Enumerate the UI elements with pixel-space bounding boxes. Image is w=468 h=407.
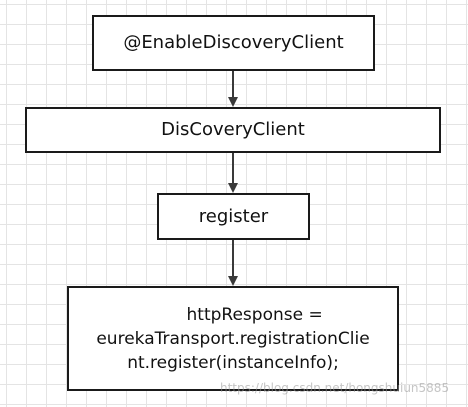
watermark-text: https://blog.csdn.net/hongshuiun5885: [220, 381, 450, 395]
node-label: register: [198, 205, 269, 227]
node-register: register: [157, 193, 310, 240]
node-discovery-client: DisCoveryClient: [25, 107, 441, 153]
node-enable-discovery-client: @EnableDiscoveryClient: [92, 15, 375, 71]
node-label: DisCoveryClient: [161, 119, 305, 140]
node-label: httpResponse = eurekaTransport.registrat…: [96, 304, 370, 373]
node-label: @EnableDiscoveryClient: [123, 32, 344, 53]
node-http-response: httpResponse = eurekaTransport.registrat…: [67, 286, 399, 391]
